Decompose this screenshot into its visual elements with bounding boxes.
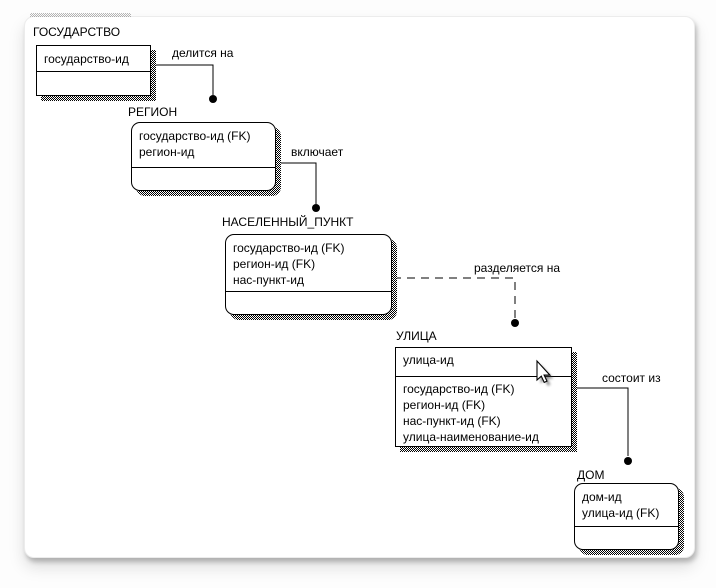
non-key-area — [226, 292, 391, 296]
key-attribute: государство-ид — [44, 52, 129, 66]
attribute: улица-наименование-ид — [403, 430, 539, 444]
relationship-label-sostoit-iz[interactable]: состоит из — [602, 371, 661, 385]
page-edge-artifact — [30, 13, 131, 17]
relationship-label-vklyuchaet[interactable]: включает — [291, 145, 344, 159]
key-attribute: регион-ид — [139, 145, 195, 159]
attribute: регион-ид (FK) — [403, 398, 486, 412]
entity-naselenny-punkt[interactable]: НАСЕЛЕННЫЙ_ПУНКТ государство-ид (FK) рег… — [222, 216, 392, 315]
entity-title: РЕГИОН — [128, 105, 178, 119]
key-attribute: регион-ид (FK) — [233, 257, 316, 271]
entity-ulitsa[interactable]: УЛИЦА улица-ид государство-ид (FK) регио… — [395, 329, 572, 447]
key-attribute: государство-ид (FK) — [139, 129, 251, 143]
entity-title: ДОМ — [577, 468, 605, 482]
key-attribute: дом-ид — [582, 490, 622, 504]
attribute: государство-ид (FK) — [403, 382, 515, 396]
entity-title: ГОСУДАРСТВО — [33, 25, 121, 39]
non-key-area: государство-ид (FK) регион-ид (FK) нас-п… — [396, 377, 571, 445]
entity-title: НАСЕЛЕННЫЙ_ПУНКТ — [222, 215, 354, 229]
entity-gosudarstvo[interactable]: ГОСУДАРСТВО государство-ид — [33, 26, 151, 96]
key-attribute: улица-ид — [403, 353, 454, 367]
non-key-area — [132, 168, 275, 172]
relationship-label-delitsya-na[interactable]: делится на — [172, 46, 234, 60]
key-attribute: нас-пункт-ид — [233, 273, 305, 287]
attribute: нас-пункт-ид (FK) — [403, 414, 501, 428]
key-attribute: улица-ид (FK) — [582, 506, 660, 520]
relationship-label-razdelyaetsya-na[interactable]: разделяется на — [474, 261, 560, 275]
non-key-area — [575, 527, 678, 531]
entity-dom[interactable]: ДОМ дом-ид улица-ид (FK) — [574, 468, 679, 550]
key-attribute: государство-ид (FK) — [233, 241, 345, 255]
non-key-area — [37, 72, 150, 76]
entity-region[interactable]: РЕГИОН государство-ид (FK) регион-ид — [128, 106, 276, 191]
entity-title: УЛИЦА — [396, 329, 437, 343]
mouse-cursor-icon — [536, 359, 554, 386]
